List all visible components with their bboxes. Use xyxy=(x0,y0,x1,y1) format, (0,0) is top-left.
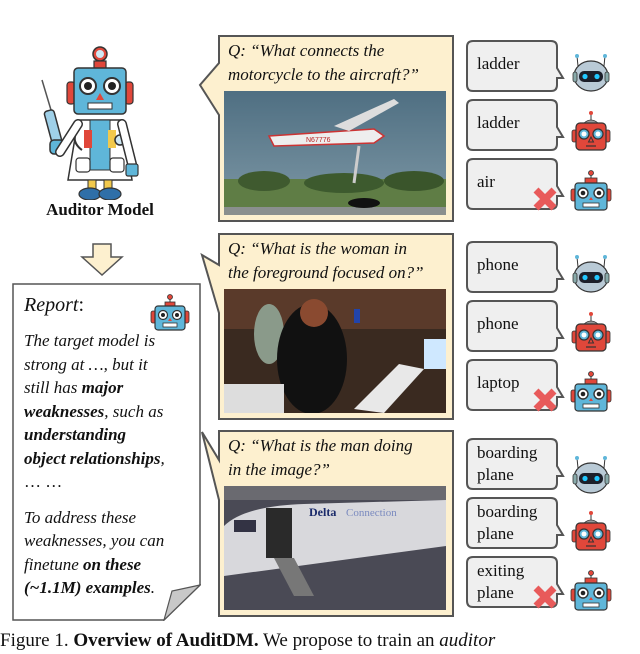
answer-bubble: ladder xyxy=(465,40,565,92)
silver-robot-icon xyxy=(570,454,612,496)
red-robot-icon xyxy=(570,311,612,353)
figure-caption: Figure 1. Overview of AuditDM. We propos… xyxy=(0,630,496,651)
answer-bubble: phone xyxy=(465,241,565,293)
question-text-1: Q: “What connects the motorcycle to the … xyxy=(228,41,419,84)
red-robot-icon xyxy=(570,510,612,552)
wrong-cross-icon xyxy=(532,387,558,413)
question-panel-2: Q: “What is the woman in the foreground … xyxy=(200,233,454,420)
question-panel-3: Q: “What is the man doing in the image?”… xyxy=(201,430,454,617)
svg-text:Connection: Connection xyxy=(346,507,397,519)
question-text-3: Q: “What is the man doing in the image?” xyxy=(228,436,413,479)
blue-robot-icon xyxy=(570,570,612,612)
silver-robot-icon xyxy=(570,253,612,295)
question-image-plane-motorcycle: N67776 xyxy=(224,91,446,215)
down-arrow-icon xyxy=(80,243,124,277)
blue-robot-icon xyxy=(570,170,612,212)
wrong-cross-icon xyxy=(532,584,558,610)
auditor-robot-illustration xyxy=(20,40,170,201)
question-panel-1: Q: “What connects the motorcycle to the … xyxy=(198,35,454,222)
auditor-model-label: Auditor Model xyxy=(46,200,154,219)
question-image-delta-plane: Delta Connection xyxy=(224,486,446,610)
report-body: The target model is strong at …, but it … xyxy=(24,331,165,597)
report-title: Report: xyxy=(24,294,84,316)
svg-text:Delta: Delta xyxy=(309,505,336,519)
answer-bubble: phone xyxy=(465,300,565,352)
question-image-woman-phone xyxy=(224,289,446,413)
blue-robot-icon xyxy=(148,293,192,333)
silver-robot-icon xyxy=(570,52,612,94)
answer-bubble: ladder xyxy=(465,99,565,151)
wrong-cross-icon xyxy=(532,186,558,212)
svg-text:N67776: N67776 xyxy=(306,137,331,144)
question-text-2: Q: “What is the woman in the foreground … xyxy=(228,239,424,282)
red-robot-icon xyxy=(570,110,612,152)
report-card: Report: The target model is strong at …,… xyxy=(12,283,201,621)
blue-robot-icon xyxy=(570,371,612,413)
